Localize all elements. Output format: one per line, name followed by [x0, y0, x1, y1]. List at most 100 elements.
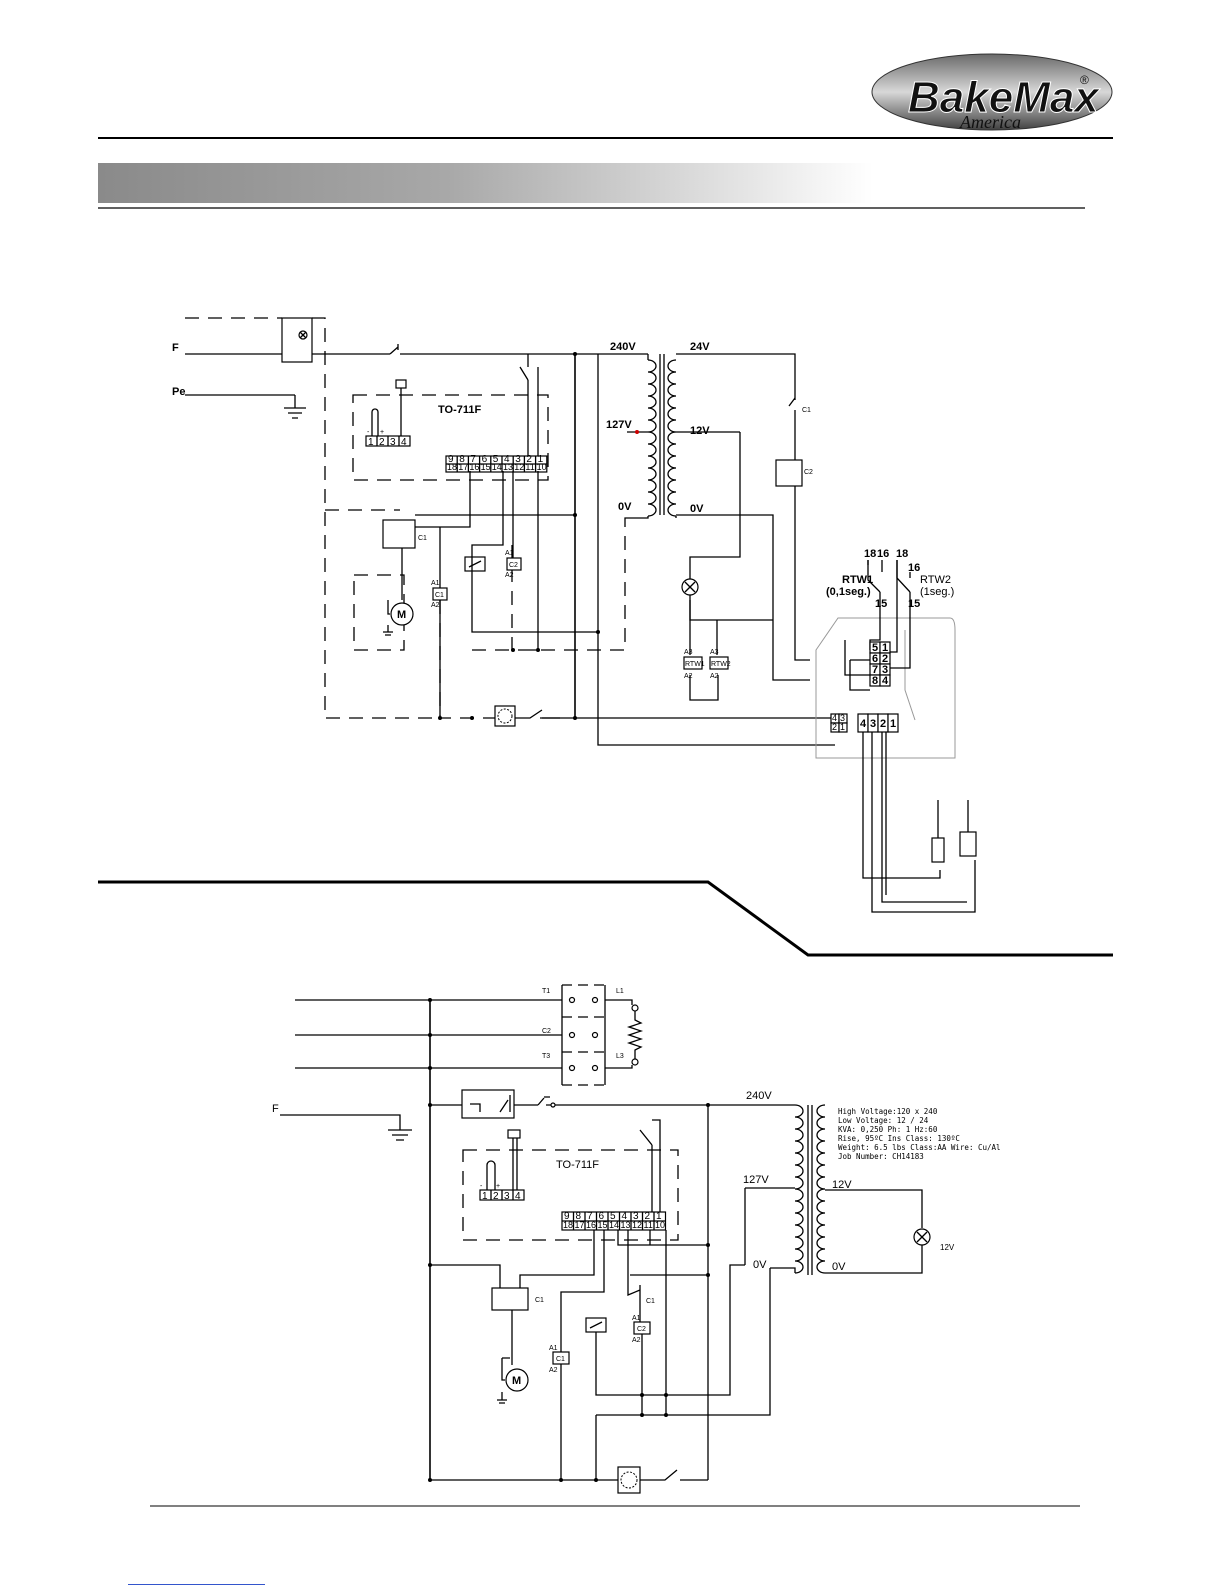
ign-terminal-6: 6: [872, 653, 878, 665]
terminal-2: 2: [526, 454, 532, 465]
spec-line-2: Low Voltage: 12 / 24: [838, 1116, 929, 1125]
terminal-7: 7: [470, 454, 476, 465]
terminal-12: 12: [514, 462, 524, 472]
d1-rtw2-a3: A3: [710, 649, 719, 656]
d1-probe-terminal-block: 1 2 3 4 - +: [365, 429, 411, 448]
d1-probe-icon: [371, 408, 379, 436]
d2-contactor-c1-label: C1: [535, 1297, 544, 1304]
plug-large-pin-4: 4: [860, 718, 867, 730]
d2-probe-icon: [486, 1160, 496, 1190]
d1-rtw1-a3: A3: [684, 649, 693, 656]
fan-icon: [617, 1466, 641, 1494]
wiring-diagram-2: T1 C2 T3 L1 L3 F TO-711F: [272, 984, 1001, 1494]
d2-door-switch: [537, 1096, 550, 1106]
d1-rtw2-a2: A2: [710, 673, 719, 680]
d2-thermal-switch: [461, 1089, 515, 1119]
d1-rtw2-coil-label: RTW2: [711, 661, 731, 668]
d1-coil-c1-a1: A1: [431, 580, 440, 587]
ign-terminal-1: 1: [882, 642, 888, 654]
d2-probe-term-2: 2: [493, 1191, 499, 1202]
logo-brand-text: BakeMax: [908, 73, 1100, 122]
terminal-13: 13: [503, 462, 513, 472]
d2-coil-c1-label: C1: [556, 1356, 565, 1363]
d1-line-f-label: F: [172, 342, 179, 354]
terminal-15: 15: [481, 462, 491, 472]
d2-limit-stud: [507, 1129, 521, 1139]
d2-240v-label: 240V: [746, 1090, 772, 1102]
plug-small-pin-3: 3: [840, 713, 845, 723]
terminal-9: 9: [564, 1211, 570, 1222]
terminal-1: 1: [538, 454, 544, 465]
d2-probe-term-1: 1: [482, 1191, 488, 1202]
d1-rtw1-t15: 15: [875, 598, 887, 610]
terminal-11: 11: [525, 462, 534, 472]
d2-0v-right-label: 0V: [832, 1261, 846, 1273]
d2-127v-label: 127V: [743, 1174, 769, 1186]
d1-probe-term-2: 2: [379, 437, 385, 448]
d1-rtw2-t16: 16: [908, 562, 920, 574]
terminal-6: 6: [482, 454, 488, 465]
d1-ignition-module: [815, 617, 956, 759]
d2-line-f-label: F: [272, 1103, 279, 1115]
d1-rtw1-t16: 16: [877, 548, 889, 560]
d1-coil-c2-label: C2: [509, 562, 518, 569]
section-divider: [98, 880, 1113, 957]
d2-probe-plus: +: [496, 1183, 500, 1190]
plug-large-pin-3: 3: [870, 718, 876, 730]
terminal-10: 10: [537, 462, 547, 472]
d2-probe-term-4: 4: [515, 1191, 521, 1202]
d1-probe-term-1: 1: [368, 437, 374, 448]
d1-line-pe-label: Pe: [172, 386, 185, 398]
d2-relay-contact-label: C1: [646, 1298, 655, 1305]
ign-terminal-5: 5: [872, 642, 878, 654]
d1-c1-contact-label: C1: [802, 407, 811, 414]
terminal-11: 11: [644, 1220, 653, 1230]
d1-motor-enclosure: [353, 574, 405, 651]
d1-contactor-c1: [382, 519, 416, 549]
terminal-16: 16: [586, 1220, 596, 1230]
d1-rtw1-coil-label: RTW1: [685, 661, 705, 668]
terminal-13: 13: [621, 1220, 631, 1230]
spec-line-3: KVA: 0,250 Ph: 1 Hz:60: [838, 1125, 938, 1134]
terminal-7: 7: [587, 1211, 593, 1222]
terminal-18: 18: [447, 462, 457, 472]
d2-ground-icon: [280, 1114, 412, 1141]
d2-coil-c2: A1 C2 A2: [632, 1315, 651, 1344]
logo-subtitle: America: [959, 112, 1021, 132]
d2-motor-label: M: [512, 1375, 521, 1387]
d1-contactor-c2: [775, 459, 803, 487]
d2-coil-c2-label: C2: [637, 1326, 646, 1333]
d1-coil-c1: A1 C1 A2: [431, 580, 448, 609]
d1-rtw2-time: (1seg.): [920, 586, 954, 598]
d2-transformer: [708, 1104, 931, 1275]
terminal-5: 5: [610, 1211, 616, 1222]
d2-coil-c1-a2: A2: [549, 1367, 558, 1374]
terminal-12: 12: [632, 1220, 642, 1230]
d1-contactor-c2-label: C2: [804, 469, 813, 476]
plug-small-pin-1: 1: [840, 722, 845, 732]
plug-small-pin-2: 2: [832, 722, 837, 732]
d1-coil-c1-label: C1: [435, 592, 444, 599]
d2-pole-t1: T1: [542, 988, 550, 995]
d1-ground-icon: [284, 395, 306, 419]
d1-transformer: [575, 353, 740, 520]
d1-rtw1-t18: 18: [864, 548, 876, 560]
d1-coil-c1-a2: A2: [431, 602, 440, 609]
terminal-5: 5: [493, 454, 499, 465]
d1-coil-c2-a2: A2: [505, 572, 514, 579]
brand-logo: BakeMax ® America: [871, 53, 1113, 132]
d2-coil-c2-a1: A1: [632, 1315, 641, 1322]
d2-pole-t3: T3: [542, 1053, 550, 1060]
section-banner: [98, 163, 873, 203]
d1-probe-plus: +: [380, 429, 384, 436]
d1-thermal-switch: [281, 317, 313, 363]
terminal-17: 17: [575, 1220, 585, 1230]
d2-line-l3: L3: [616, 1053, 624, 1060]
d2-line-l1: L1: [616, 988, 624, 995]
d1-127v-label: 127V: [606, 419, 632, 431]
d2-probe-term-3: 3: [504, 1191, 510, 1202]
d2-controller-label: TO-711F: [556, 1159, 599, 1171]
d2-pole-c2: C2: [542, 1028, 551, 1035]
